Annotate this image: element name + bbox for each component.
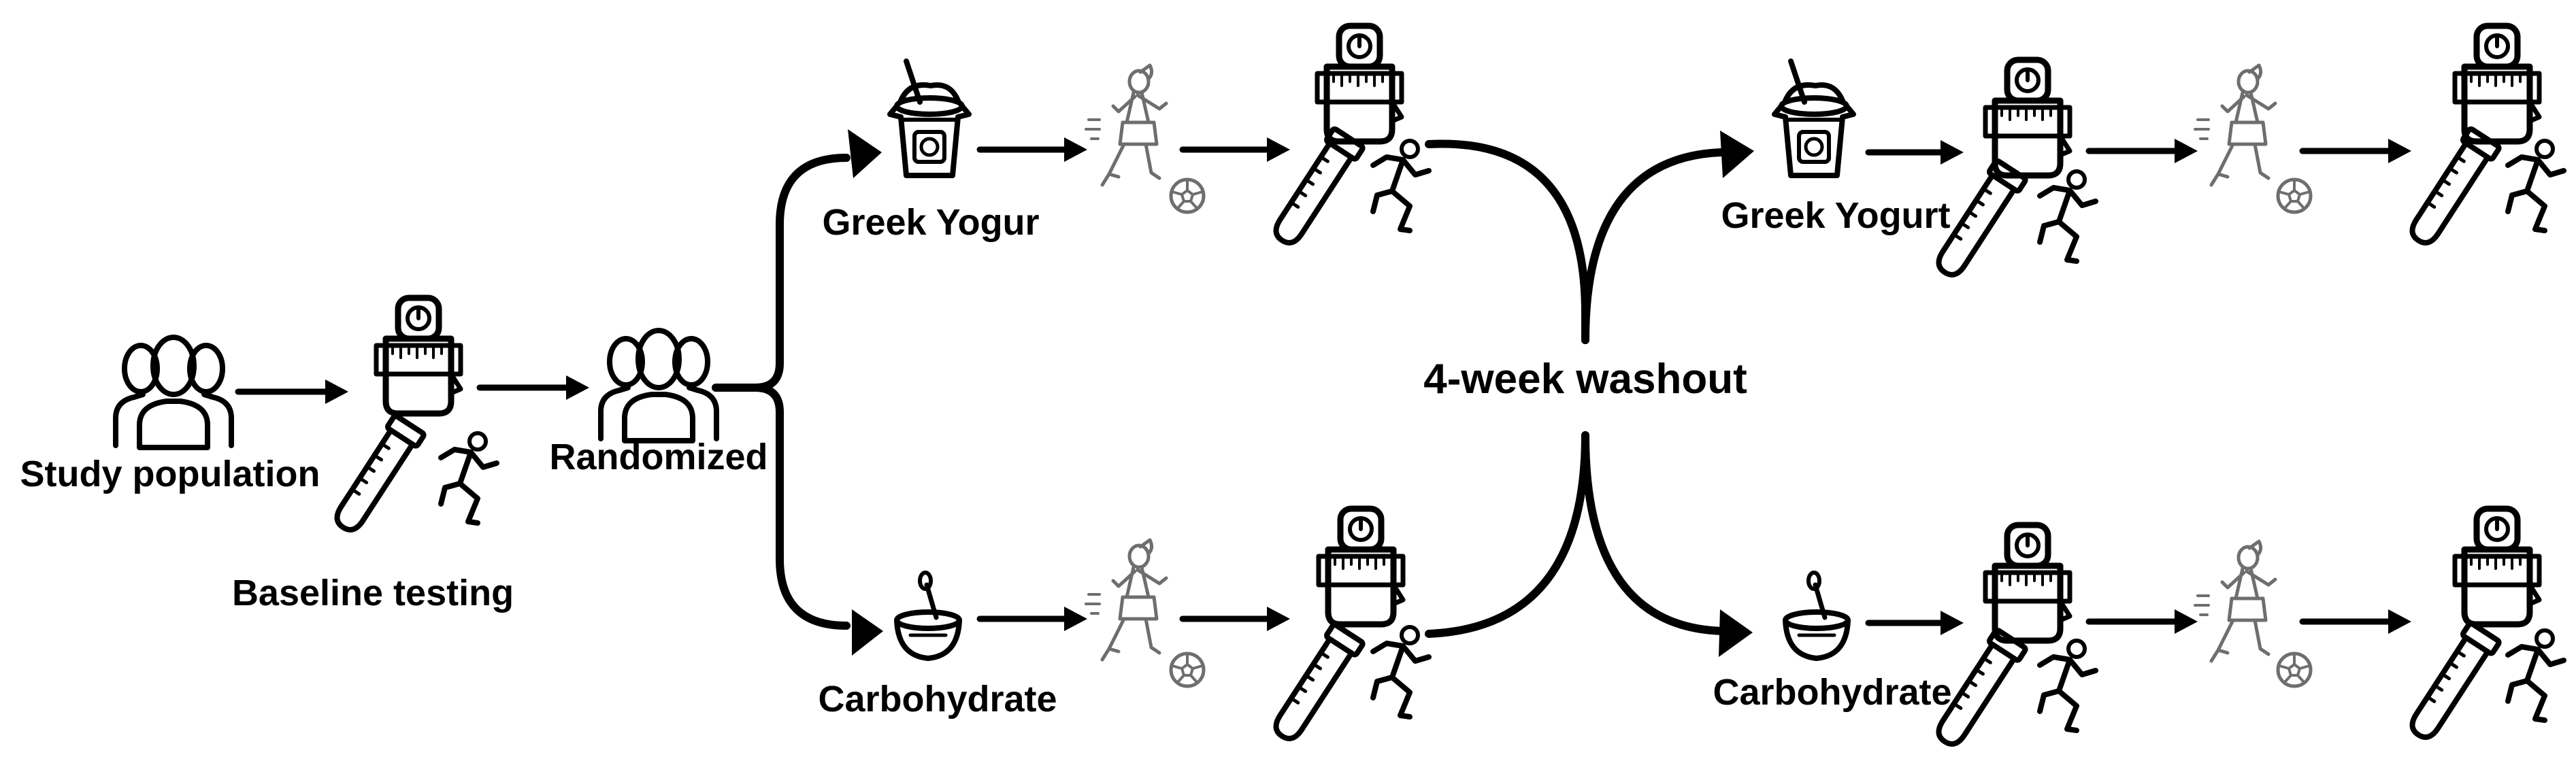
arm2-greek-yogurt-label: Greek Yogurt — [1721, 195, 1950, 236]
arrow — [2085, 139, 2198, 163]
runner-icon — [1373, 141, 1429, 231]
arrow — [2085, 609, 2198, 634]
soccer-player-icon — [2195, 65, 2275, 185]
scale-icon — [1985, 525, 2070, 641]
washout-crossover-connector — [1425, 131, 1754, 657]
study-population-label: Study population — [20, 454, 320, 494]
arrow — [1865, 611, 1964, 635]
soccer-player-icon — [1086, 65, 1166, 185]
arrow — [1179, 607, 1290, 631]
washout-label: 4-week washout — [1423, 356, 1747, 403]
yogurt-cup-icon — [890, 61, 969, 175]
scale-icon — [1317, 26, 1402, 141]
runner-icon — [2508, 141, 2564, 231]
arm1-carbohydrate-label: Carbohydrate — [818, 679, 1057, 720]
test-tube-icon — [1267, 624, 1364, 745]
scale-icon — [1985, 60, 2070, 175]
test-tube-icon — [328, 415, 425, 537]
arrow — [1865, 140, 1964, 165]
scale-icon — [2455, 26, 2539, 141]
arrow — [976, 137, 1087, 162]
yogurt-cup-icon — [1774, 61, 1853, 175]
runner-icon — [2040, 641, 2096, 730]
arm1-greek-yogurt-label: Greek Yogur — [822, 202, 1039, 243]
arrow — [1179, 137, 1290, 162]
arrow — [235, 379, 348, 404]
scale-icon — [2455, 509, 2539, 624]
runner-icon — [1373, 627, 1429, 717]
soccer-ball-icon — [2278, 654, 2311, 686]
arm2-carbohydrate-label: Carbohydrate — [1713, 672, 1951, 713]
randomized-label: Randomized — [549, 437, 767, 477]
scale-icon — [376, 298, 461, 413]
branch-connector — [712, 129, 883, 656]
bowl-icon — [897, 573, 959, 658]
arrow — [976, 607, 1087, 631]
baseline-testing-label: Baseline testing — [232, 573, 514, 613]
people-icon — [601, 331, 716, 441]
arrows — [235, 129, 2411, 657]
soccer-ball-icon — [1171, 654, 1204, 686]
soccer-ball-icon — [1171, 180, 1204, 212]
people-icon — [116, 337, 231, 447]
scale-icon — [1319, 509, 1403, 624]
soccer-player-icon — [1086, 540, 1166, 660]
arrow — [476, 375, 589, 400]
runner-icon — [2040, 171, 2096, 261]
labels: Study population Baseline testing Random… — [20, 195, 1952, 720]
test-tube-icon — [2403, 622, 2500, 744]
test-tube-icon — [2403, 128, 2500, 250]
soccer-player-icon — [2195, 541, 2275, 661]
runner-icon — [441, 433, 497, 523]
arrow — [2299, 139, 2411, 163]
bowl-icon — [1785, 573, 1848, 658]
soccer-ball-icon — [2278, 180, 2311, 212]
runner-icon — [2508, 630, 2564, 720]
arrow — [2299, 609, 2411, 634]
